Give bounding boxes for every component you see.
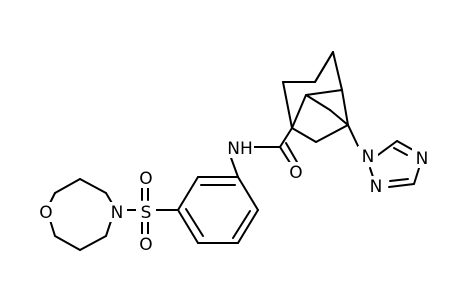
bond (305, 94, 331, 111)
label-bg (358, 146, 378, 166)
bond (377, 140, 398, 156)
bond (237, 209, 259, 244)
bond (54, 178, 81, 194)
label-bg (107, 202, 127, 222)
bond-c-adamantane (279, 127, 293, 148)
bond (291, 94, 307, 129)
label-bg (366, 176, 386, 196)
label-bg (286, 162, 306, 182)
bond (389, 178, 409, 182)
atom-s-sulfonyl: S (141, 203, 152, 223)
bond (305, 89, 343, 96)
bond (291, 127, 317, 143)
morpholine-ring (49, 178, 117, 251)
bond (237, 176, 259, 211)
atom-n-triazole-2: N (370, 177, 383, 197)
label-bg (36, 202, 56, 222)
bond (54, 235, 81, 251)
adamantane-cage (282, 51, 349, 143)
bond (79, 178, 107, 194)
bond (396, 140, 414, 151)
bond (393, 147, 408, 156)
label-bg (226, 138, 254, 158)
bond-c-o-2 (285, 142, 298, 163)
atom-o-sulfonyl-top: O (139, 169, 152, 189)
bond (314, 51, 334, 83)
bond (49, 192, 56, 204)
triazole-ring (369, 140, 421, 188)
sulfonyl-bonds (141, 185, 149, 235)
benzene-ring (177, 176, 259, 244)
atom-o-carbonyl: O (289, 163, 302, 183)
bond-adamantane-triazole (347, 124, 359, 147)
atom-o-sulfonyl-bottom: O (139, 235, 152, 255)
bond (332, 51, 343, 91)
label-bg (136, 168, 156, 188)
bond (282, 81, 293, 129)
bond (79, 235, 107, 251)
atom-n-triazole-4: N (416, 149, 429, 169)
bond (177, 176, 199, 211)
atom-labels: O N S O O NH O N N N (36, 138, 432, 255)
atom-nh-amide: NH (227, 139, 253, 159)
label-bg (412, 148, 432, 168)
bond (49, 219, 56, 237)
bond (388, 183, 415, 188)
bond (341, 89, 349, 126)
bond (177, 209, 199, 244)
bond (329, 109, 349, 126)
bond (315, 124, 349, 143)
bond-c-nh (229, 154, 239, 178)
atom-n-morpholine: N (111, 203, 124, 223)
label-bg (136, 234, 156, 254)
bond (413, 164, 421, 185)
label-bg (136, 202, 156, 222)
atom-n-triazole-1: N (362, 147, 375, 167)
bond (185, 208, 204, 237)
atom-o-morpholine: O (39, 203, 52, 223)
bond (232, 210, 251, 239)
